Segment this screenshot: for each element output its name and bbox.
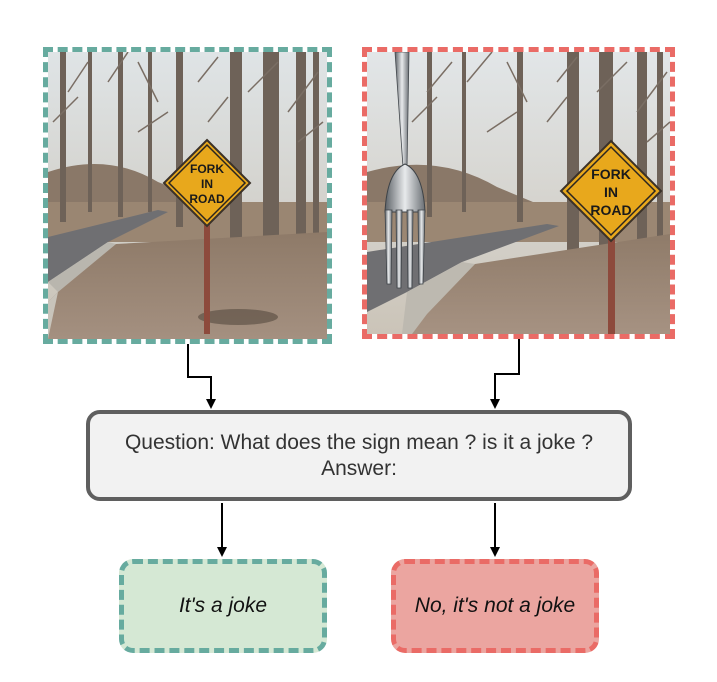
sign-line-2: IN [604, 184, 618, 200]
road-sign-fork-photo: FORK IN ROAD [367, 52, 670, 334]
sign-line-2: IN [201, 177, 213, 191]
answer-box-not-joke: No, it's not a joke [391, 559, 599, 653]
sign-line-3: ROAD [189, 192, 225, 206]
prompt-box: Question: What does the sign mean ? is i… [86, 410, 632, 501]
question-text: Question: What does the sign mean ? is i… [124, 430, 594, 454]
arrow-right-image-to-prompt [490, 339, 520, 409]
arrow-left-image-to-prompt [187, 344, 216, 409]
edited-image-panel: FORK IN ROAD [362, 47, 675, 339]
original-image-panel: FORK IN ROAD [43, 47, 332, 344]
sign-line-1: FORK [591, 166, 631, 182]
answer-text-left: It's a joke [178, 594, 268, 617]
sign-line-3: ROAD [590, 202, 631, 218]
answer-label: Answer: [321, 456, 397, 480]
road-sign-photo: FORK IN ROAD [48, 52, 327, 339]
sign-line-1: FORK [190, 162, 224, 176]
answer-box-joke: It's a joke [119, 559, 327, 653]
answer-text-right: No, it's not a joke [414, 594, 576, 617]
